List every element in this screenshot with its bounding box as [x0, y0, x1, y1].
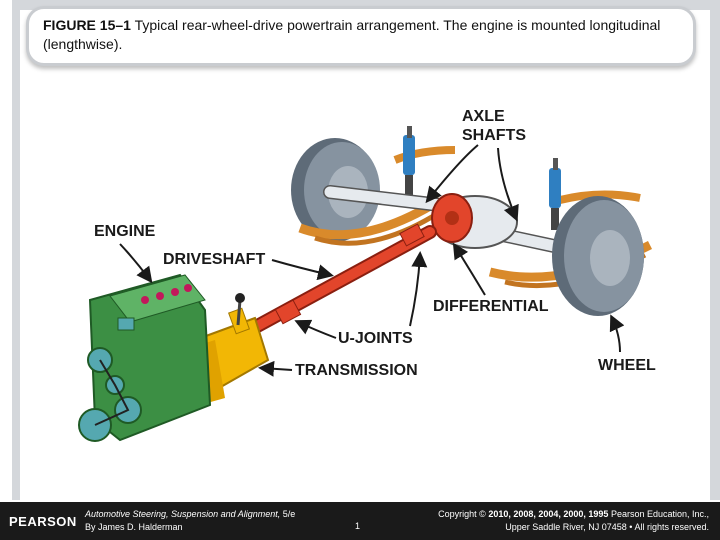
label-axle: AXLE [462, 108, 505, 125]
slide-frame-top [12, 0, 720, 10]
rear-right-wheel [552, 196, 644, 316]
label-driveshaft: DRIVESHAFT [163, 251, 265, 268]
driveshaft [243, 223, 437, 337]
caption-box: FIGURE 15–1 Typical rear-wheel-drive pow… [26, 6, 696, 66]
book-author: By James D. Halderman [85, 522, 183, 532]
slide-frame-right [710, 0, 720, 500]
shock-absorber-right [549, 158, 561, 230]
slide-frame-left [12, 0, 20, 500]
label-ujoints: U-JOINTS [338, 330, 413, 347]
footer-copyright: Copyright © 2010, 2008, 2004, 2000, 1995… [438, 508, 709, 534]
footer-book-info: Automotive Steering, Suspension and Alig… [85, 508, 295, 534]
label-wheel: WHEEL [598, 357, 656, 374]
figure-caption: FIGURE 15–1 Typical rear-wheel-drive pow… [43, 16, 683, 54]
label-engine: ENGINE [94, 223, 156, 240]
copyright-suffix: Pearson Education, Inc., [608, 509, 709, 519]
label-transmission: TRANSMISSION [295, 362, 418, 379]
book-edition: 5/e [280, 509, 296, 519]
pearson-logo: PEARSON [9, 514, 77, 529]
copyright-address: Upper Saddle River, NJ 07458 • All right… [505, 522, 709, 532]
copyright-prefix: Copyright © [438, 509, 489, 519]
leaf-spring-left [298, 146, 456, 246]
caption-text: Typical rear-wheel-drive powertrain arra… [43, 17, 661, 52]
powertrain-illustration: AXLE SHAFTS ENGINE DRIVESHAFT DIFFERENTI… [78, 108, 656, 442]
page-number: 1 [355, 521, 361, 531]
label-differential: DIFFERENTIAL [433, 298, 549, 315]
differential [431, 193, 473, 243]
figure-number: FIGURE 15–1 [43, 17, 131, 33]
book-title: Automotive Steering, Suspension and Alig… [85, 509, 281, 519]
slide-footer: PEARSON Automotive Steering, Suspension … [0, 502, 720, 540]
shock-absorber-left [403, 126, 415, 197]
engine [78, 273, 212, 442]
label-shafts: SHAFTS [462, 127, 526, 144]
copyright-years: 2010, 2008, 2004, 2000, 1995 [488, 509, 609, 519]
leader-arrows [119, 144, 625, 377]
